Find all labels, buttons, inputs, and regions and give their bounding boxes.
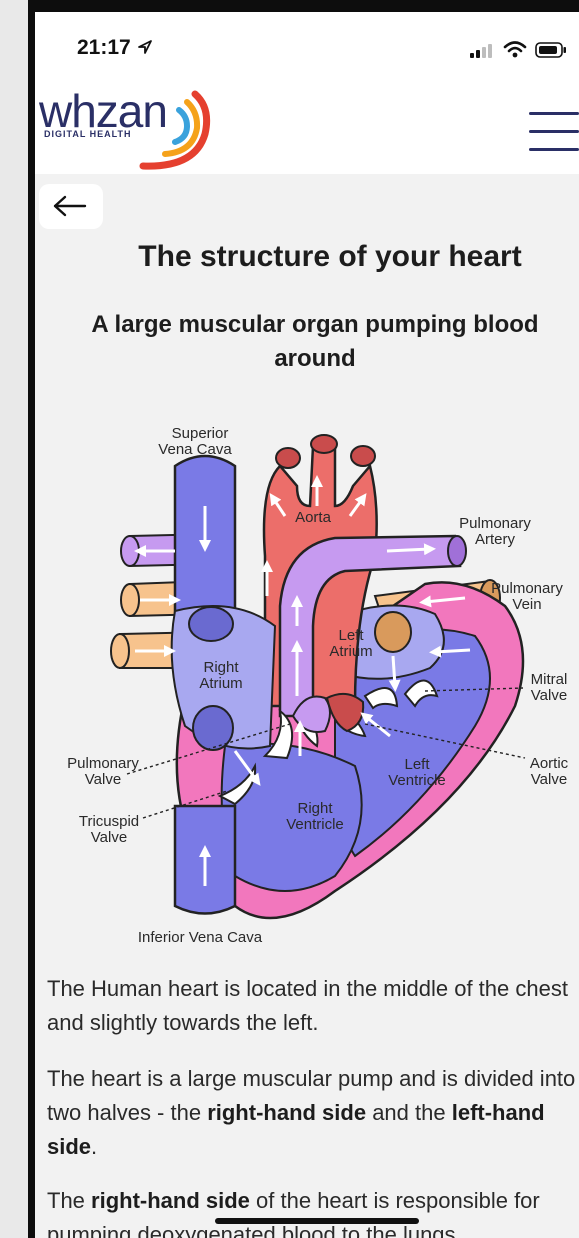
home-indicator[interactable] — [215, 1218, 419, 1224]
phone-bezel-top — [28, 0, 579, 12]
paragraph-text: The — [47, 1188, 91, 1213]
back-arrow-icon — [39, 184, 103, 229]
label-right-ventricle: Ventricle — [286, 816, 344, 833]
back-button[interactable] — [39, 184, 103, 229]
background-margin — [0, 0, 28, 1238]
hamburger-menu-button[interactable] — [529, 110, 579, 154]
paragraph-location: The Human heart is located in the middle… — [47, 972, 579, 1040]
menu-line-icon — [529, 112, 579, 115]
label-pulmonary-vein: Pulmonary — [491, 580, 563, 597]
paragraph-right-side: The right-hand side of the heart is resp… — [47, 1184, 579, 1238]
brand-logo-tagline: DIGITAL HEALTH — [44, 129, 132, 139]
location-arrow-icon — [137, 39, 153, 55]
pulmonary-vein-opening-shape — [375, 612, 411, 652]
label-pulmonary-valve: Valve — [85, 771, 121, 788]
status-icons — [469, 40, 567, 58]
label-tricuspid-valve: Valve — [91, 829, 127, 846]
label-pulmonary-vein: Vein — [512, 596, 541, 613]
label-superior-vena-cava: Superior — [172, 425, 229, 442]
label-superior-vena-cava: Vena Cava — [158, 441, 232, 458]
label-left-ventricle: Ventricle — [388, 772, 446, 789]
label-left-ventricle: Left — [404, 756, 430, 773]
heart-structure-diagram: Superior Vena Cava Aorta Pulmonary Arter… — [35, 406, 579, 966]
brand-swirl-icon — [135, 86, 219, 176]
label-pulmonary-artery: Artery — [475, 531, 516, 548]
label-right-atrium: Atrium — [199, 675, 242, 692]
battery-icon — [535, 42, 567, 58]
label-left-atrium: Left — [338, 627, 364, 644]
status-time: 21:17 — [77, 36, 153, 60]
paragraph-text: . — [91, 1134, 97, 1159]
page-subtitle: A large muscular organ pumping blood aro… — [80, 308, 550, 376]
phone-screen: 21:17 whzan DIGITAL H — [35, 12, 579, 1238]
paragraph-text: The Human heart is located in the middle… — [47, 976, 568, 1035]
status-time-text: 21:17 — [77, 36, 131, 59]
page-title: The structure of your heart — [75, 240, 579, 274]
bold-term: right-hand side — [91, 1188, 250, 1213]
label-aortic-valve: Valve — [531, 771, 567, 788]
label-mitral-valve: Valve — [531, 687, 567, 704]
wifi-icon — [503, 40, 527, 58]
label-pulmonary-valve: Pulmonary — [67, 755, 139, 772]
cellular-signal-icon — [469, 42, 495, 58]
label-tricuspid-valve: Tricuspid — [79, 813, 139, 830]
phone-bezel-side — [28, 12, 35, 1238]
label-mitral-valve: Mitral — [531, 671, 568, 688]
menu-line-icon — [529, 148, 579, 151]
label-pulmonary-artery: Pulmonary — [459, 515, 531, 532]
label-aortic-valve: Aortic — [530, 755, 569, 772]
bold-term: right-hand side — [207, 1100, 366, 1125]
label-left-atrium: Atrium — [329, 643, 372, 660]
label-inferior-vena-cava: Inferior Vena Cava — [138, 929, 263, 946]
paragraph-text: and the — [366, 1100, 452, 1125]
paragraph-halves: The heart is a large muscular pump and i… — [47, 1062, 579, 1164]
label-aorta: Aorta — [295, 509, 332, 526]
label-right-atrium: Right — [203, 659, 239, 676]
app-header: 21:17 whzan DIGITAL H — [35, 12, 579, 174]
menu-line-icon — [529, 130, 579, 133]
label-right-ventricle: Right — [297, 800, 333, 817]
